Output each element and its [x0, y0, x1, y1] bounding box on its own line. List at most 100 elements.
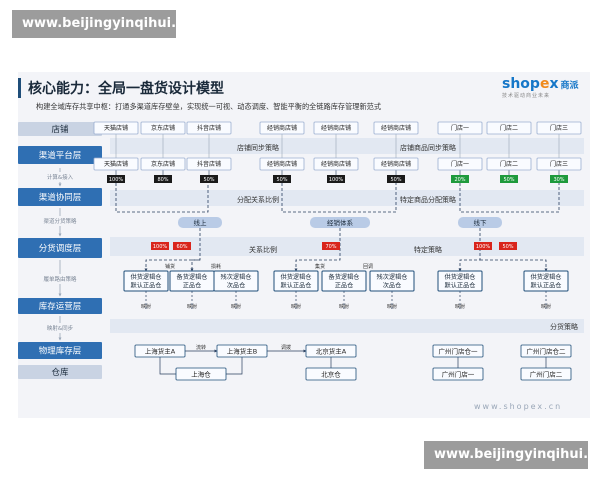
layer-dispatch-box [18, 238, 102, 258]
cargo-owner-node: 上海货主B [216, 344, 268, 358]
warehouse-node: 北京仓 [305, 367, 357, 381]
pill-offline-text: 线下 [474, 218, 488, 227]
ratio-tag-red-box [322, 242, 340, 250]
logical-warehouse-type: 次品仓 [227, 282, 246, 290]
layer-connector-label: 计算&接入 [36, 172, 84, 182]
warehouse-node: 广州门店一 [432, 367, 484, 381]
layer-connector-label-box [36, 172, 84, 182]
platform-shop-node-text: 门店一 [451, 160, 469, 168]
warehouse-node: 广州门店二 [520, 367, 572, 381]
store-node: 门店一 [437, 121, 483, 135]
layer-inventory-ops: 库存运营层 [18, 298, 102, 314]
platform-shop-node: 门店一 [437, 157, 483, 171]
platform-shop-node-text: 抖音店铺 [197, 160, 221, 168]
cargo-owner-node-text: 上海货主B [227, 346, 257, 355]
platform-shop-node-box [536, 157, 582, 171]
map-label: 映射 [291, 303, 301, 310]
map-label: 映射 [455, 303, 465, 310]
layer-warehouse: 仓库 [18, 365, 102, 379]
pill-online-box [178, 217, 222, 228]
ratio-tag-box [451, 175, 469, 183]
store-node-text: 抖音店铺 [197, 124, 221, 132]
platform-shop-node-text: 经销商店铺 [321, 160, 351, 168]
store-node-text: 经销商店铺 [267, 124, 297, 132]
ratio-tag-box [107, 175, 125, 183]
pill-dealer-text: 经销体系 [327, 218, 354, 227]
logo-text-a: shop [502, 76, 540, 92]
map-label: 映射 [339, 303, 349, 310]
footer-url: www.shopex.cn [474, 402, 563, 411]
platform-shop-node: 门店三 [536, 157, 582, 171]
platform-shop-node-box [140, 157, 186, 171]
ratio-tag-red-box [173, 242, 191, 250]
store-node: 经销商店铺 [259, 121, 305, 135]
warehouse-node-box [175, 367, 227, 381]
cargo-owner-node: 广州门店仓一 [432, 344, 484, 358]
offline-to-lw2 [480, 259, 548, 272]
platform-shop-node: 天猫店铺 [93, 157, 139, 171]
ratio-tag-red-text: 70% [325, 244, 336, 250]
platform-shop-node-text: 门店三 [550, 160, 568, 168]
ratio-tag: 100% [107, 175, 125, 183]
ratio-tag-red: 50% [499, 242, 517, 250]
ratio-tag-box [200, 175, 218, 183]
title-accent-bar [18, 78, 21, 98]
store-node-text: 天猫店铺 [104, 124, 128, 132]
map-label: 映射 [141, 303, 151, 310]
map-label: 映射 [231, 303, 241, 310]
logical-warehouse-box [369, 270, 415, 292]
layer-connector-label-box [36, 274, 84, 284]
label-loss: 损耗 [211, 263, 221, 270]
page-subtitle: 构建全域库存共享中枢：打通多渠道库存壁垒，实现统一可视、动态调度、智能平衡的全链… [36, 102, 382, 111]
pill-online-text: 线上 [194, 218, 208, 227]
warehouse-node: 上海仓 [175, 367, 227, 381]
label-collect: 集货 [315, 263, 325, 270]
layer-connector-label-text: 计算&接入 [47, 173, 74, 181]
ratio-tag-text: 20% [454, 177, 465, 183]
logical-warehouse-name: 备货逻辑仓 [177, 273, 208, 281]
store-node: 京东店铺 [140, 121, 186, 135]
logo-text-x: e [539, 76, 550, 92]
logical-warehouse-type: 默认正品仓 [281, 282, 312, 290]
layer-connector-label-text: 履单路由策略 [43, 275, 77, 283]
platform-shop-node: 门店二 [486, 157, 532, 171]
ratio-tag: 30% [550, 175, 568, 183]
platform-shop-node-box [437, 157, 483, 171]
cargo-owner-node-box [134, 344, 186, 358]
ratio-tag-box [327, 175, 345, 183]
store-node-text: 门店三 [550, 124, 568, 132]
cargo-owner-node-text: 北京货主A [316, 346, 347, 355]
logical-warehouse-type: 默认正品仓 [131, 282, 162, 290]
strategy-rel-ratio: 关系比例 [249, 245, 277, 254]
logical-warehouse-name: 残次逻辑仓 [377, 273, 408, 281]
inventory-model-diagram: 店铺渠道平台层渠道协同层分货调度层库存运营层物理库存层仓库计算&接入渠道分货策略… [18, 121, 584, 381]
platform-shop-node: 经销商店铺 [313, 157, 359, 171]
layer-connector-label: 渠道分货策略 [36, 216, 84, 226]
ratio-tag-red-text: 100% [476, 244, 491, 250]
platform-shop-node-box [93, 157, 139, 171]
logical-warehouse-box [437, 270, 483, 292]
layer-connector-label: 履单路由策略 [36, 274, 84, 284]
strategy-product-sync: 店铺商品同步策略 [400, 143, 456, 152]
watermark-top: www.beijingyinqihui.com [12, 10, 206, 38]
platform-shop-node-box [486, 157, 532, 171]
ratio-tag-red: 60% [173, 242, 191, 250]
logical-warehouse-name: 供货逻辑仓 [131, 273, 162, 281]
pill-dealer: 经销体系 [310, 217, 370, 228]
ratio-tag-red-box [151, 242, 169, 250]
layer-connector-label-text: 映射&同步 [47, 324, 74, 332]
platform-shop-node: 京东店铺 [140, 157, 186, 171]
platform-shop-node-text: 天猫店铺 [104, 160, 128, 168]
store-node-box [313, 121, 359, 135]
layer-channel-platform: 渠道平台层 [18, 146, 102, 164]
logical-warehouse-box [273, 270, 319, 292]
store-node-text: 经销商店铺 [321, 124, 351, 132]
logo-text-b: x [549, 76, 559, 92]
ratio-tag-red-box [474, 242, 492, 250]
layer-dispatch-text: 分货调度层 [39, 243, 82, 254]
